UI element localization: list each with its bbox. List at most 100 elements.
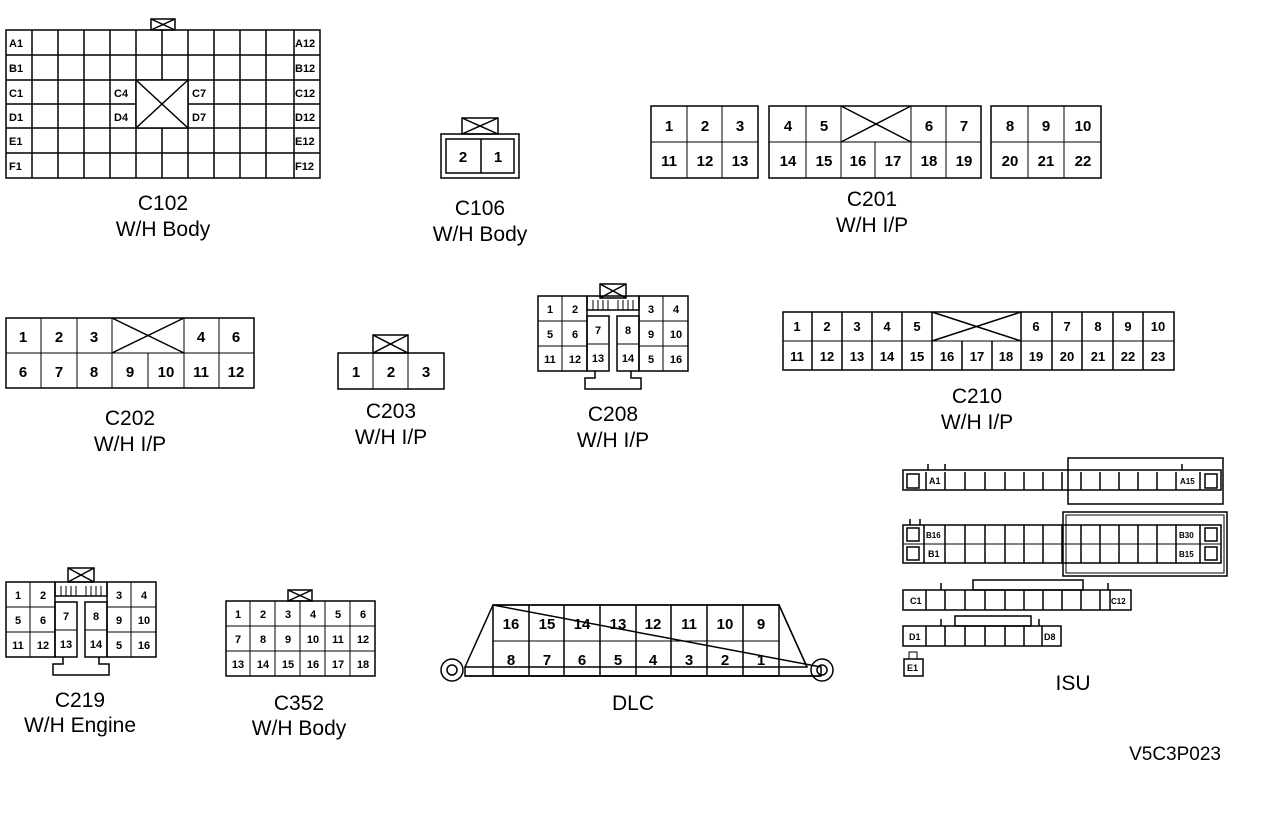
isu-label: B16 (926, 531, 941, 540)
dlc-pin: 3 (685, 652, 693, 669)
c106-pin: 1 (494, 149, 502, 166)
c352-pin: 14 (257, 659, 270, 671)
c208-pin: 4 (673, 304, 680, 316)
isu-label: D1 (909, 632, 921, 642)
c202-pin: 3 (90, 329, 98, 346)
c210-pin: 4 (883, 319, 891, 334)
c219-pin: 4 (141, 590, 148, 602)
isu-label: B1 (928, 549, 940, 559)
c202-pin: 12 (228, 364, 245, 381)
c208-pin: 5 (648, 354, 654, 366)
connector-c201: 1 2 3 11 12 13 4 5 6 7 14 15 16 17 18 19… (650, 105, 1102, 237)
dlc-pin: 6 (578, 652, 586, 669)
c202-pin: 2 (55, 329, 63, 346)
c201-pin: 7 (960, 118, 968, 135)
c202-name: C202 (105, 407, 155, 430)
c208-pin: 10 (670, 329, 682, 341)
c202-pin: 7 (55, 364, 63, 381)
c208-pin: 11 (544, 354, 556, 366)
dlc-pin: 9 (757, 616, 765, 633)
c352-pin: 6 (360, 609, 366, 621)
c352-pin: 13 (232, 659, 244, 671)
c210-pin: 13 (850, 349, 864, 364)
c202-desc: W/H I/P (94, 433, 166, 456)
c210-pin: 22 (1121, 349, 1135, 364)
c102-left-label: D1 (9, 112, 23, 124)
c352-pin: 5 (335, 609, 341, 621)
connector-c208: 1 2 3 4 5 6 7 8 9 10 11 12 13 14 5 16 C2… (537, 283, 689, 452)
dlc-pin: 13 (610, 616, 627, 633)
c208-pin: 14 (622, 353, 635, 365)
c208-pin: 2 (572, 304, 578, 316)
dlc-name: DLC (612, 692, 654, 715)
c208-pin: 8 (625, 325, 631, 337)
c102-left-label: E1 (9, 136, 22, 148)
c201-pin: 2 (701, 118, 709, 135)
c352-pin: 15 (282, 659, 294, 671)
c352-pin: 17 (332, 659, 344, 671)
c352-pin: 1 (235, 609, 241, 621)
c219-pin: 5 (116, 640, 122, 652)
c202-pin: 6 (19, 364, 27, 381)
c102-left-label: A1 (9, 38, 23, 50)
c219-pin: 6 (40, 615, 46, 627)
c219-desc: W/H Engine (24, 714, 136, 737)
c210-desc: W/H I/P (941, 411, 1013, 434)
dlc-pin: 11 (681, 616, 697, 633)
c210-pin: 3 (853, 319, 860, 334)
c219-pin: 7 (63, 611, 69, 623)
c352-pin: 11 (332, 634, 344, 646)
c201-pin: 16 (850, 153, 867, 170)
dlc-pin: 1 (757, 652, 765, 669)
dlc-pin: 4 (649, 652, 658, 669)
c210-pin: 21 (1091, 349, 1105, 364)
c210-pin: 5 (913, 319, 920, 334)
dlc-pin: 14 (574, 616, 591, 633)
c210-pin: 6 (1032, 319, 1039, 334)
c201-pin: 11 (661, 153, 677, 170)
isu-label: A15 (1180, 477, 1195, 486)
c201-pin: 22 (1075, 153, 1092, 170)
c352-pin: 12 (357, 634, 369, 646)
c219-pin: 12 (37, 640, 49, 652)
c201-desc: W/H I/P (836, 214, 908, 237)
c208-name: C208 (588, 403, 638, 426)
dlc-pin: 15 (539, 616, 556, 633)
c219-pin: 1 (15, 590, 21, 602)
c208-desc: W/H I/P (577, 429, 649, 452)
c202-pin: 6 (232, 329, 240, 346)
c102-inner-label: C7 (192, 88, 206, 100)
isu-label: A1 (929, 476, 941, 486)
dlc-pin: 7 (543, 652, 551, 669)
connector-c203: 1 2 3 C203 W/H I/P (337, 334, 445, 449)
c219-name: C219 (55, 689, 105, 712)
c219-pin: 5 (15, 615, 21, 627)
connector-c352: 1 2 3 4 5 6 7 8 9 10 11 12 13 14 15 16 1… (225, 589, 376, 740)
c102-left-label: B1 (9, 63, 23, 75)
c201-pin: 13 (732, 153, 749, 170)
c210-pin: 2 (823, 319, 830, 334)
connector-c202: 1 2 3 4 6 6 7 8 9 10 11 12 C202 W/H I/P (5, 317, 255, 456)
c201-pin: 3 (736, 118, 744, 135)
dlc-pin: 10 (717, 616, 734, 633)
c201-pin: 5 (820, 118, 828, 135)
c102-right-label: A12 (295, 38, 315, 50)
c102-inner-label: D7 (192, 112, 206, 124)
c210-pin: 18 (999, 349, 1013, 364)
c102-right-label: D12 (295, 112, 315, 124)
figure-code: V5C3P023 (1129, 744, 1221, 765)
c210-pin: 14 (880, 349, 895, 364)
c210-pin: 7 (1063, 319, 1070, 334)
c219-pin: 10 (138, 615, 150, 627)
c219-pin: 16 (138, 640, 150, 652)
isu-label: B15 (1179, 550, 1194, 559)
c352-pin: 8 (260, 634, 266, 646)
c106-pin: 2 (459, 149, 467, 166)
c210-name: C210 (952, 385, 1002, 408)
c202-pin: 8 (90, 364, 98, 381)
c210-pin: 23 (1151, 349, 1165, 364)
connector-c106: 2 1 C106 W/H Body (433, 117, 528, 246)
c201-pin: 15 (816, 153, 833, 170)
c219-pin: 11 (12, 640, 24, 652)
c210-pin: 19 (1029, 349, 1043, 364)
